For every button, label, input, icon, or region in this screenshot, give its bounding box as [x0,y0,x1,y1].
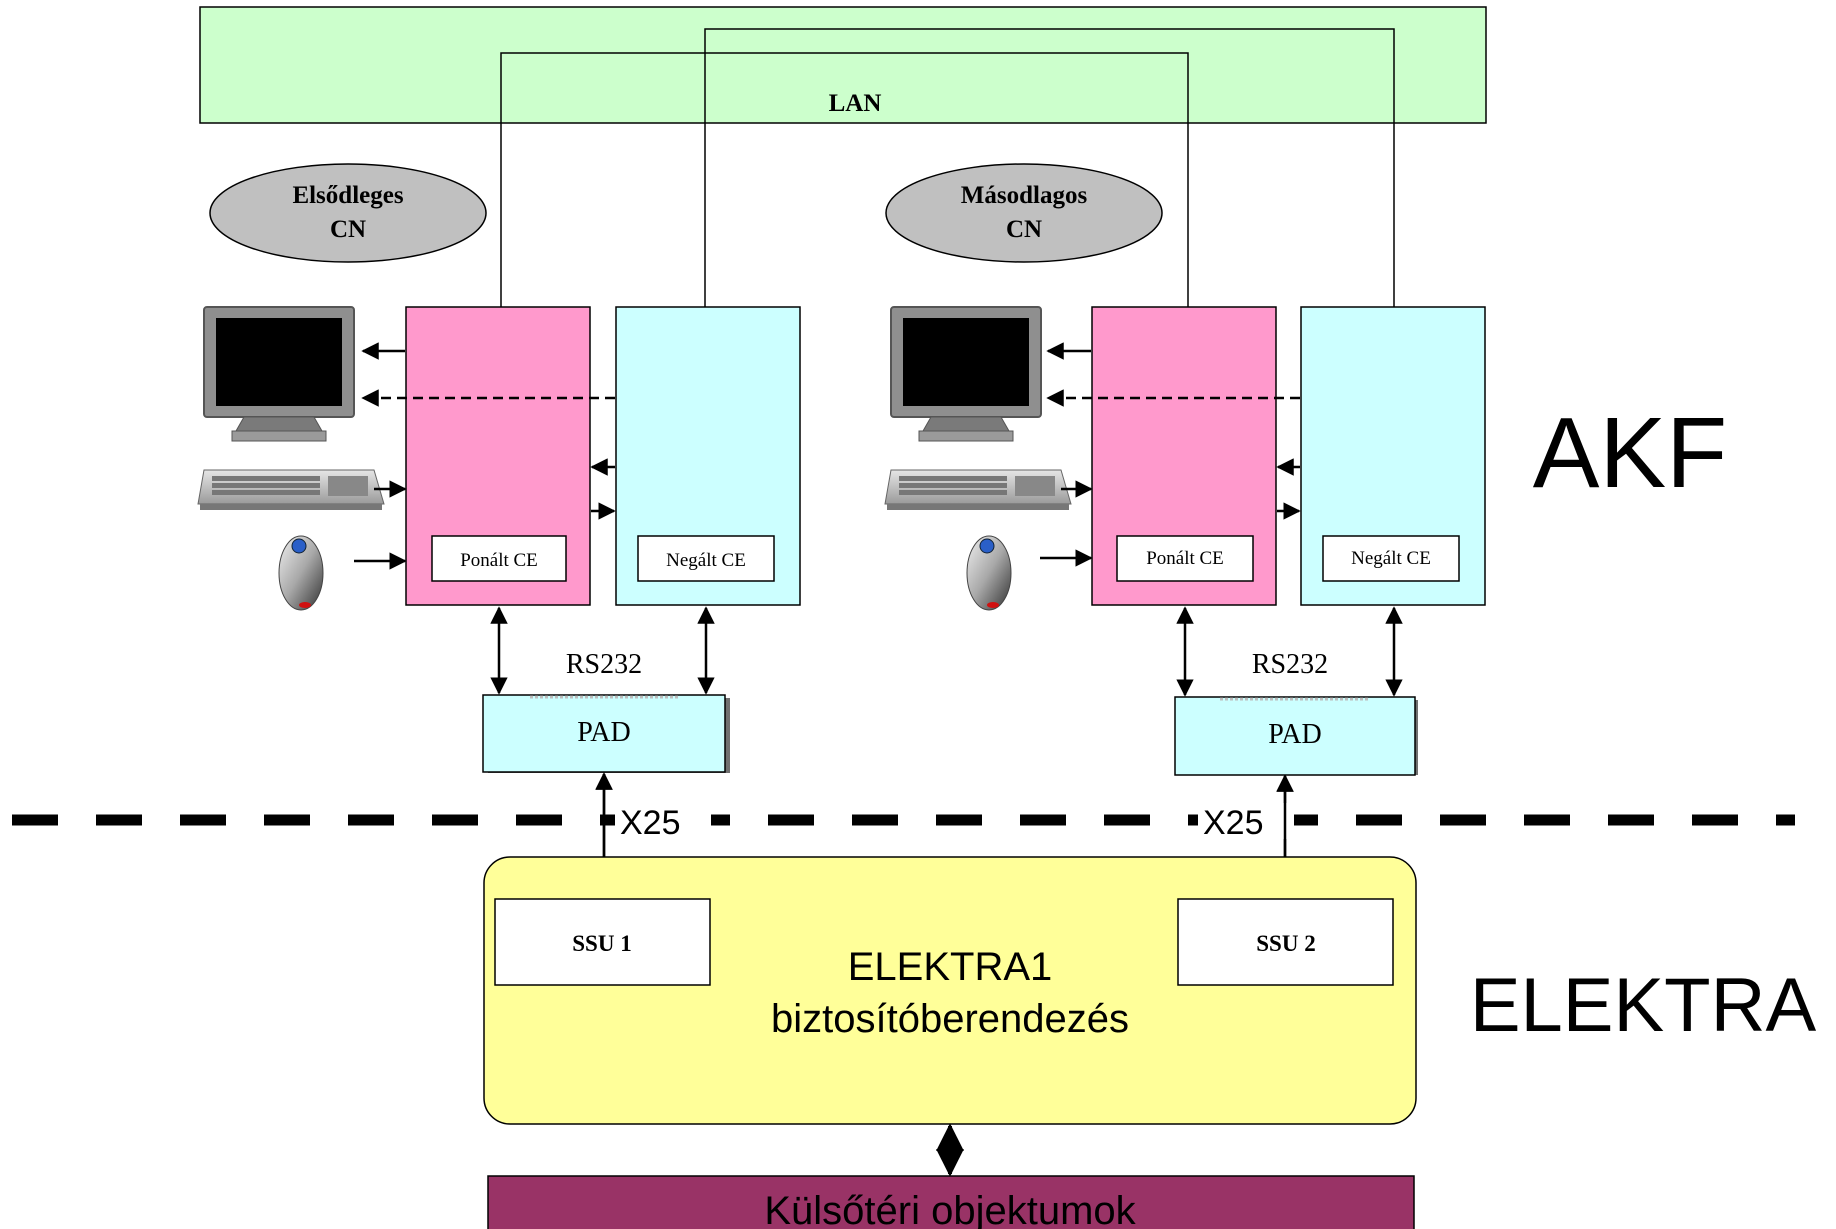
pad-box-primary [482,694,726,773]
ponalt-ce-label: Ponált CE [1146,548,1224,569]
rs232-links-primary [490,606,715,695]
mouse-icon [278,535,324,611]
site-secondary: Másodlagos CN Ponált CE Negált CE RS232 … [884,163,1486,899]
ponalt-ce-label-box [1116,535,1254,582]
peripheral-arrows-primary [354,342,616,570]
elektra-box-subtitle: biztosítóberendezés [771,997,1129,1041]
ponalt-ce-label-box [431,535,567,582]
peripheral-arrows-secondary [1040,342,1301,567]
ssu2-box [1177,898,1394,986]
ssu1-label: SSU 1 [572,931,631,956]
rs232-links-secondary [1176,606,1403,697]
cn-node-primary [209,163,487,263]
elektra-interlocking-box [483,856,1417,1125]
ssu2-label: SSU 2 [1256,931,1315,956]
cn-label-secondary-line1: Másodlagos [961,182,1088,209]
rs232-label-secondary: RS232 [1252,649,1328,680]
negalt-ce-label-box [637,535,775,582]
pad-label-primary: PAD [577,717,630,748]
cn-label-primary-line1: Elsődleges [292,182,403,209]
cn-node-secondary [885,163,1163,263]
outdoor-objects-box [487,1175,1415,1229]
x25-label-secondary: X25 [1203,804,1264,842]
site-primary: Elsődleges CN Ponált CE Negált CE RS232 … [197,163,801,899]
keyboard-icon [197,469,385,511]
zone-label-elektra: ELEKTRA [1470,963,1817,1048]
monitor-icon [203,306,355,442]
elektra-box-title: ELEKTRA1 [848,945,1053,989]
cn-label-secondary-line2: CN [1006,216,1042,243]
negalt-ce-label-box [1322,535,1460,582]
cn-label-primary-line2: CN [330,216,366,243]
outdoor-objects-label: Külsőtéri objektumok [764,1189,1136,1229]
monitor-icon [890,306,1042,442]
mouse-icon [966,535,1012,611]
rs232-label-primary: RS232 [566,649,642,680]
lan-links [500,28,1395,307]
pad-label-secondary: PAD [1268,719,1321,750]
pad-box-secondary [1174,696,1416,776]
ssu1-box [494,898,711,986]
ponalt-ce-label: Ponált CE [460,550,538,571]
x25-label-primary: X25 [620,804,681,842]
lan-label: LAN [829,90,882,117]
lan-bar [199,6,1487,124]
negalt-ce-label: Negált CE [666,550,746,571]
negalt-ce-label: Negált CE [1351,548,1431,569]
keyboard-icon [884,469,1072,511]
zone-label-akf: AKF [1533,397,1727,509]
